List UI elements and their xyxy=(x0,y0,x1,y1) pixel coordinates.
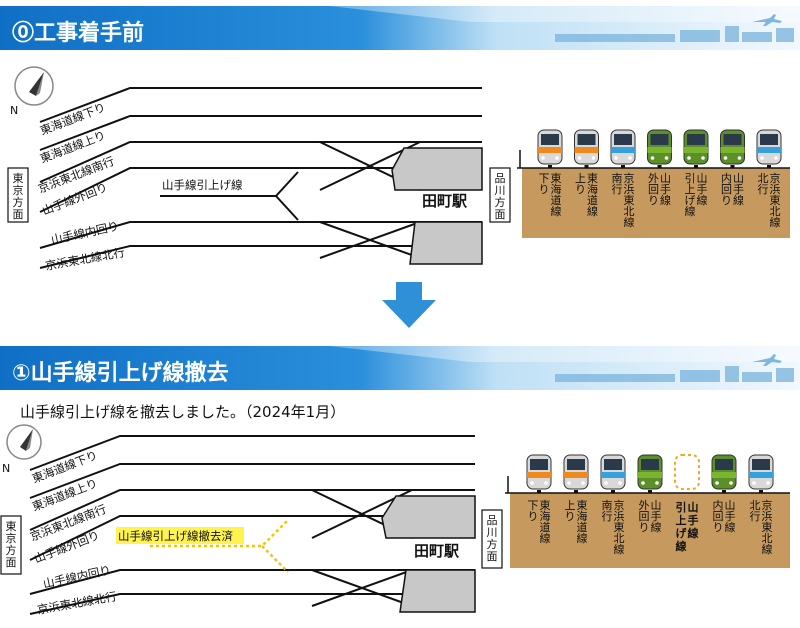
cross-section-line-name: 東海道線 xyxy=(540,499,551,545)
step1-compass-icon xyxy=(6,424,42,460)
step0-tokyo-box xyxy=(7,167,29,223)
step0-section: ⓪工事着手前 N 田町駅 山手線引上げ線 xyxy=(0,6,800,273)
step1-tracks xyxy=(29,435,475,615)
cross-section-direction: 下り xyxy=(528,499,539,523)
cross-section-line-name: 山手線 xyxy=(725,499,736,534)
cross-section-line-name: 京浜東北線 xyxy=(614,498,625,556)
train-front-icon xyxy=(683,129,709,168)
step1-cross-section: 東海道線下り東海道線上り京浜東北線南行山手線外回り山手線引上げ線山手線内回り京浜… xyxy=(505,454,790,568)
step1-station-name: 田町駅 xyxy=(414,542,460,560)
step1-shinagawa-box xyxy=(481,509,503,569)
step1-track-label: 山手線内回り xyxy=(42,563,112,591)
step0-cross-section: 東海道線下り東海道線上り京浜東北線南行山手線外回り山手線引上げ線山手線内回り京浜… xyxy=(517,129,790,238)
cross-section-direction: 内回り xyxy=(713,498,724,534)
cross-section-line-name: 東海道線 xyxy=(551,172,562,218)
removed-train-outline xyxy=(674,454,700,490)
step1-title: ①山手線引上げ線撤去 xyxy=(12,360,229,386)
step1-notice: 山手線引上げ線を撤去しました。（2024年1月） xyxy=(20,403,345,421)
cross-section-line-name: 東海道線 xyxy=(587,172,598,218)
step0-siding-label: 山手線引上げ線 xyxy=(162,178,243,192)
cross-section-direction: 引上げ線 xyxy=(685,171,696,218)
cross-section-line-name: 山手線 xyxy=(733,172,744,207)
step1-skyline-decoration xyxy=(555,366,794,382)
step1-tokyo-box xyxy=(0,515,22,575)
step1-shinagawa-side: 品川方面 xyxy=(487,514,498,563)
train-front-icon xyxy=(537,129,563,168)
cross-section-direction: 外回り xyxy=(639,499,650,534)
step1-banner: ①山手線引上げ線撤去 xyxy=(0,346,800,390)
step1-platform-upper xyxy=(381,495,476,539)
cross-section-direction: 外回り xyxy=(648,172,659,207)
step1-platform-lower xyxy=(399,569,476,613)
cross-section-line-name: 東海道線 xyxy=(577,499,588,545)
cross-section-line-name: 山手線 xyxy=(697,172,708,207)
step1-section: ①山手線引上げ線撤去 山手線引上げ線を撤去しました。（2024年1月） N xyxy=(0,346,800,617)
cross-section-line-name: 京浜東北線 xyxy=(624,171,635,229)
step0-shinagawa-box xyxy=(489,167,511,223)
step0-track-label: 京浜東北線北行 xyxy=(44,245,126,273)
step1-siding-label: 山手線引上げ線撤去済 xyxy=(118,529,233,543)
step0-airplane-icon xyxy=(752,14,782,26)
step0-banner: ⓪工事着手前 xyxy=(0,6,800,50)
train-front-icon xyxy=(720,129,745,168)
step1-removed-siding xyxy=(150,519,289,573)
cross-section-line-name: 京浜東北線 xyxy=(770,171,781,229)
step0-tokyo-side: 東京方面 xyxy=(13,172,24,221)
train-front-icon xyxy=(610,129,636,168)
step1-cross-section-columns: 東海道線下り東海道線上り京浜東北線南行山手線外回り山手線引上げ線山手線内回り京浜… xyxy=(526,454,774,556)
cross-section-direction: 北行 xyxy=(758,172,769,196)
train-front-icon xyxy=(526,454,552,493)
step0-cross-section-columns: 東海道線下り東海道線上り京浜東北線南行山手線外回り山手線引上げ線山手線内回り京浜… xyxy=(537,129,782,229)
train-front-icon xyxy=(574,129,599,168)
cross-section-direction: 南行 xyxy=(612,172,623,196)
step0-shinagawa-side: 品川方面 xyxy=(495,172,506,221)
train-front-icon xyxy=(711,454,737,493)
cross-section-line-name: 京浜東北線 xyxy=(762,498,773,556)
train-front-icon xyxy=(647,129,672,168)
step1-ground xyxy=(510,493,790,568)
step0-compass-icon xyxy=(14,66,54,106)
train-front-icon xyxy=(756,129,782,168)
cross-section-direction: 内回り xyxy=(721,171,732,207)
step0-station-name: 田町駅 xyxy=(422,192,468,210)
step0-ground xyxy=(522,168,790,238)
cross-section-line-name: 山手線 xyxy=(660,172,671,207)
step1-tokyo-side: 東京方面 xyxy=(6,520,17,569)
step0-compass-n: N xyxy=(10,104,18,117)
cross-section-direction: 下り xyxy=(539,172,550,196)
step1-airplane-icon xyxy=(752,354,782,366)
train-front-icon xyxy=(600,454,626,493)
step1-compass-n: N xyxy=(2,462,10,475)
step0-platform-lower xyxy=(409,221,483,265)
cross-section-direction: 北行 xyxy=(750,499,761,523)
cross-section-direction: 上り xyxy=(575,172,586,196)
step0-platform-upper xyxy=(391,147,483,191)
cross-section-line-name: 山手線 xyxy=(651,499,662,534)
train-front-icon xyxy=(563,454,589,493)
train-front-icon xyxy=(637,454,663,493)
cross-section-direction: 上り xyxy=(565,499,576,523)
removed-line-label: 引上げ線 xyxy=(676,500,688,553)
step0-title: ⓪工事着手前 xyxy=(12,20,144,46)
step0-track-labels: 東海道線下り 東海道線上り 京浜東北線南行 山手線外回り 山手線内回り 京浜東北… xyxy=(36,100,126,273)
step1-siding-highlight xyxy=(116,527,244,544)
removed-line-label: 山手線 xyxy=(688,500,699,540)
step0-track-label: 山手線内回り xyxy=(50,219,120,247)
cross-section-direction: 南行 xyxy=(602,499,613,523)
step0-skyline-decoration xyxy=(555,26,794,42)
down-arrow-icon xyxy=(382,282,436,328)
train-front-icon xyxy=(748,454,774,493)
step1-track-label: 京浜東北線北行 xyxy=(36,589,118,617)
